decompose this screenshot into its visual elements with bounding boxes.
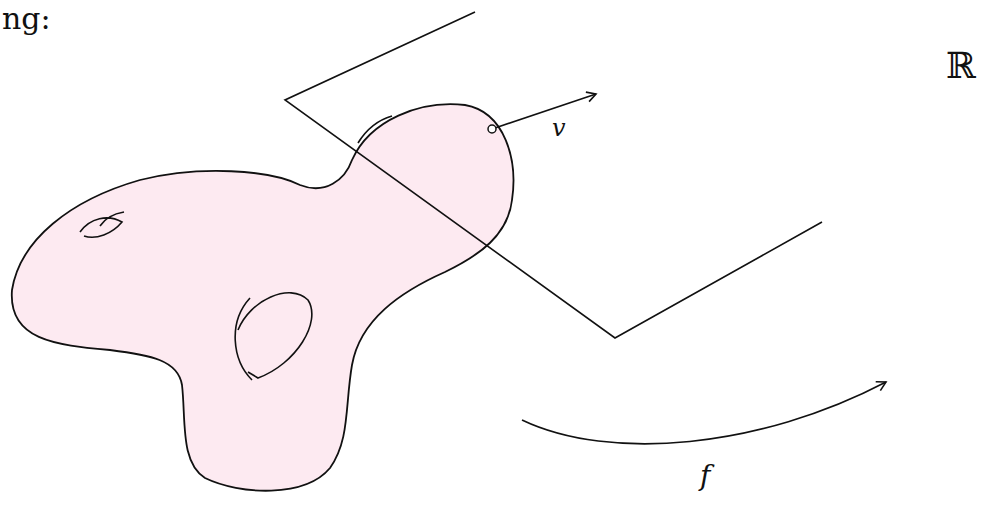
surface	[12, 104, 514, 490]
tangent-vector	[495, 94, 596, 128]
point	[488, 125, 496, 133]
codomain-label: ℝ	[946, 48, 976, 84]
surface-fold	[358, 116, 392, 143]
vector-label: v	[552, 116, 566, 140]
map-arrow	[522, 382, 886, 444]
hole-mark	[235, 293, 312, 380]
heading-fragment: ng:	[2, 4, 51, 34]
map-label: f	[700, 462, 710, 490]
handle-mark	[80, 212, 124, 237]
plane-outline	[285, 12, 822, 338]
